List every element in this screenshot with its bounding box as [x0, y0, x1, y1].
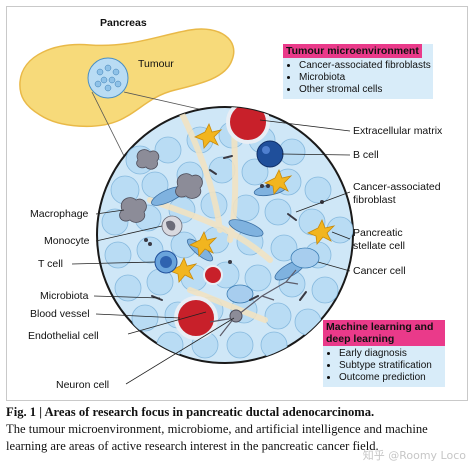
leader-lines: [71, 119, 351, 385]
callout-ml-title-line2: deep learning: [326, 333, 395, 345]
pancreas-label: Pancreas: [100, 17, 147, 29]
callout-ml-item: Subtype stratification: [339, 360, 445, 372]
tumour-diagram: [19, 28, 354, 385]
label-cancer-cell: Cancer cell: [353, 265, 406, 277]
stellate-cells: [169, 123, 336, 283]
label-t-cell: T cell: [38, 258, 63, 270]
callout-machine-learning: Machine learning and deep learning Early…: [323, 320, 445, 387]
callout-ml-title: Machine learning and deep learning: [323, 320, 445, 346]
callout-tme-item: Other stromal cells: [299, 84, 433, 96]
tumour-small-cells: [94, 64, 122, 92]
label-macrophage: Macrophage: [30, 208, 89, 220]
t-cells: [154, 250, 178, 274]
tumour-small: [87, 57, 129, 99]
callout-tme-title: Tumour microenvironment: [283, 44, 422, 58]
b-cell: [256, 140, 284, 168]
microbiota: [151, 155, 307, 301]
callout-ml-title-line1: Machine learning and: [326, 321, 434, 333]
label-caf-line1: Cancer-associated: [353, 181, 441, 193]
tumour-contents: [101, 107, 353, 359]
label-psc-line2: stellate cell: [353, 240, 405, 252]
callout-tme-item: Microbiota: [299, 72, 433, 84]
callout-ml-item: Early diagnosis: [339, 348, 445, 360]
label-neuron-cell: Neuron cell: [56, 379, 110, 391]
caption-text: The tumour microenvironment, microbiome,…: [6, 422, 428, 453]
label-monocyte: Monocyte: [44, 235, 90, 247]
label-extracellular-matrix: Extracellular matrix: [353, 125, 443, 137]
monocyte-cell: [161, 215, 183, 237]
callout-ml-item: Outcome prediction: [339, 372, 445, 384]
tumour-label: Tumour: [138, 58, 174, 70]
caption-label: Fig. 1 | Areas of research focus in panc…: [6, 405, 375, 419]
label-b-cell: B cell: [353, 149, 379, 161]
label-blood-vessel: Blood vessel: [30, 308, 90, 320]
callout-tme-item: Cancer-associated fibroblasts: [299, 60, 433, 72]
callout-tumour-microenvironment: Tumour microenvironment Cancer-associate…: [283, 44, 433, 99]
figure-caption: Fig. 1 | Areas of research focus in panc…: [6, 404, 470, 455]
label-microbiota: Microbiota: [40, 290, 89, 302]
neuron-cell: [209, 269, 299, 337]
label-psc-line1: Pancreatic: [353, 227, 403, 239]
label-endothelial-cell: Endothelial cell: [28, 330, 99, 342]
watermark: 知乎 @Roomy Loco: [362, 449, 466, 462]
label-caf-line2: fibroblast: [353, 194, 396, 206]
